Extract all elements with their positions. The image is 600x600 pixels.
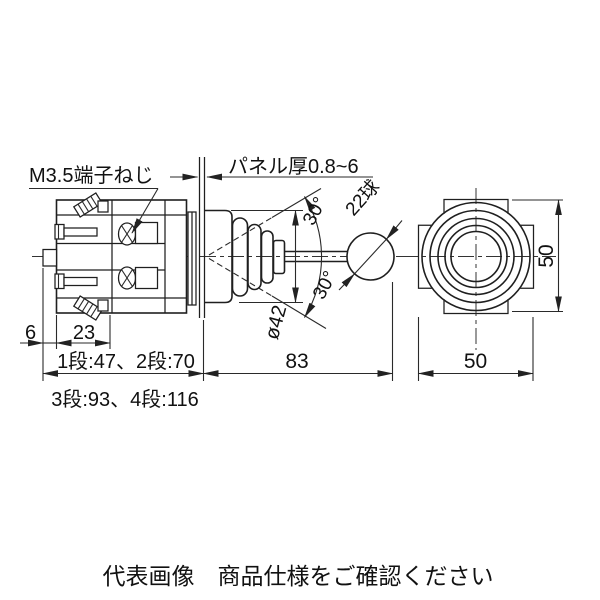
dim-block-width-label: 23 [73,322,95,344]
boot-diameter-dimension [231,209,303,304]
front-bezel-circles [421,201,531,312]
terminal-screws [117,221,159,290]
switch-body [42,199,188,314]
front-body-tabs [417,198,535,315]
dim-depth-stages-line2: 3段:93、4段:116 [51,388,199,411]
bellows-boot [204,209,286,304]
front-height-label: 50 [535,244,558,267]
boot-diameter-label: ø42 [261,303,291,342]
side-view [29,157,414,329]
footer-caption: 代表画像 商品仕様をご確認ください [103,563,494,589]
side-screws [54,223,98,290]
panel-lines [198,157,206,318]
terminal-screw-callout [29,187,159,234]
dim-panel-to-ball-label: 83 [285,350,308,373]
swing-angle-annotation [208,188,327,329]
dim-tab-depth-label: 6 [25,322,36,344]
cover-screw-bottom [72,295,104,321]
rear-tab [42,248,58,267]
ball-diameter-label: 22球 [341,176,384,221]
mounting-ring [187,211,197,306]
terminal-screw-label: M3.5端子ねじ [29,164,153,187]
front-width-dimension [417,317,534,381]
cover-screw-bottom-step [97,299,109,312]
front-height-dimension [512,199,563,313]
bottom-dimensions [20,268,394,381]
front-width-label: 50 [464,350,487,373]
dim-depth-stages-line1: 1段:47、2段:70 [57,350,195,373]
cover-screw-top-step [97,200,109,213]
panel-thickness-label: パネル厚0.8~6 [228,156,359,178]
front-view [402,188,563,381]
cover-screw-top [72,192,104,218]
ball-diameter-annotation [338,220,403,291]
